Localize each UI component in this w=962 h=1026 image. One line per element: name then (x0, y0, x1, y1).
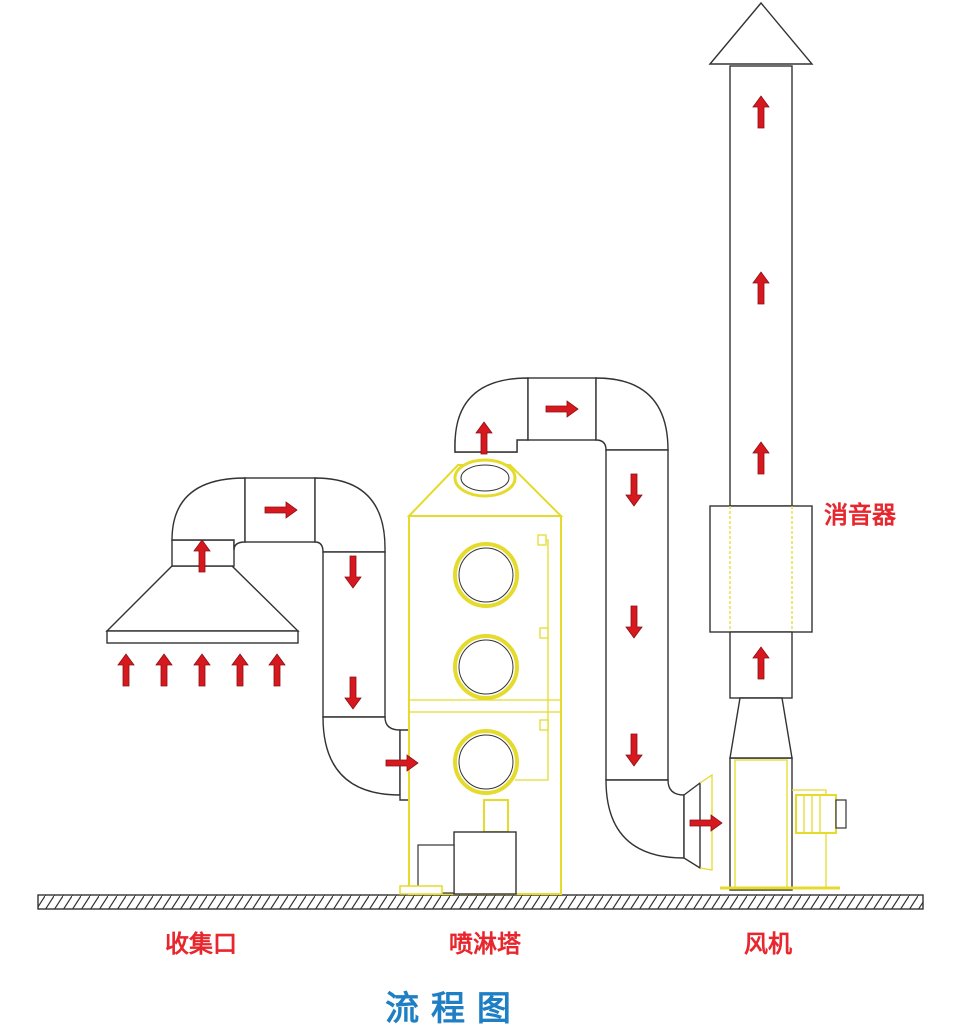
duct-tower-to-fan (454, 377, 713, 871)
label-spray-tower: 喷淋塔 (449, 930, 522, 958)
spray-tower (399, 458, 564, 895)
diagram-title: 流 程 图 (385, 989, 511, 1026)
label-fan: 风机 (744, 930, 792, 958)
flow-arrow-icon (193, 653, 211, 687)
label-silencer: 消音器 (824, 501, 897, 529)
flow-arrow-icon (117, 653, 135, 687)
flow-arrow-icon (231, 653, 249, 687)
collection-hood (105, 565, 300, 644)
exhaust-stack (708, 1, 814, 759)
ground (37, 894, 924, 910)
flow-arrow-icon (155, 653, 173, 687)
label-collector: 收集口 (165, 930, 237, 958)
fan (720, 757, 847, 891)
flow-arrow-icon (268, 653, 286, 687)
